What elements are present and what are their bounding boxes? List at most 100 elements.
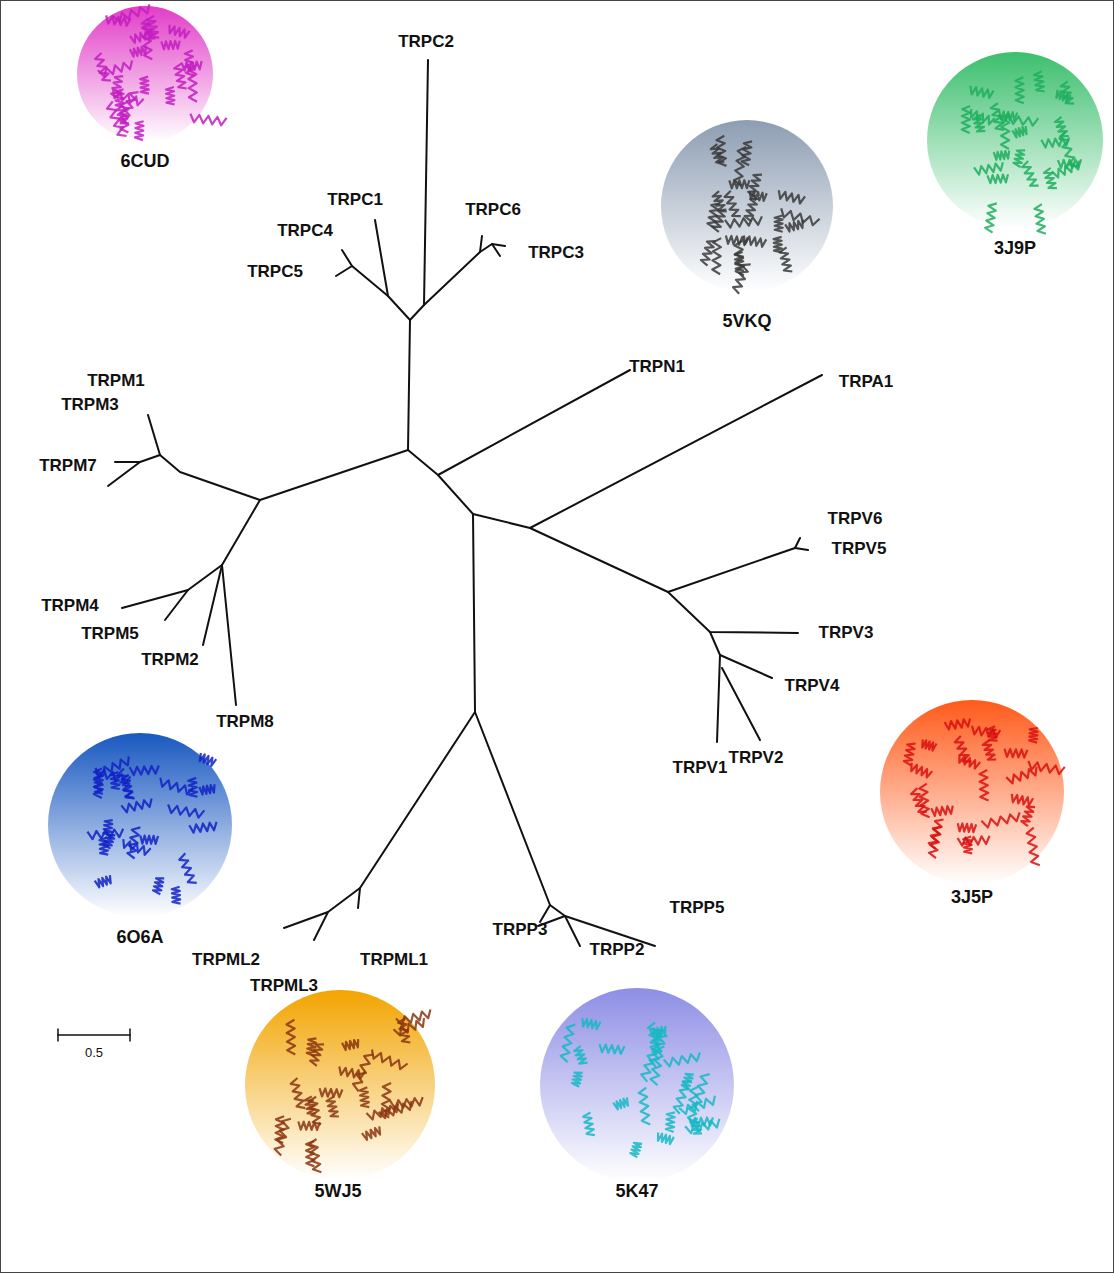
protein-ribbon	[382, 1083, 392, 1118]
protein-ribbon	[153, 878, 164, 894]
protein-ribbon	[911, 788, 927, 812]
protein-ribbon	[666, 1112, 675, 1132]
protein-ribbon	[574, 1046, 587, 1064]
gene-label: TRPP2	[590, 941, 645, 960]
protein-ribbon	[973, 115, 985, 132]
protein-ribbon	[1012, 794, 1033, 806]
gene-label: TRPP5	[670, 899, 725, 918]
pdb-code: 5WJ5	[314, 1182, 361, 1202]
protein-ribbon	[639, 1088, 651, 1125]
protein-ribbon	[170, 25, 190, 38]
protein-ribbon	[735, 252, 744, 271]
protein-ribbon	[658, 1133, 674, 1145]
protein-ribbon	[140, 836, 158, 844]
protein-ribbon	[1001, 114, 1009, 149]
gene-label: TRPC3	[528, 244, 584, 263]
protein-ribbon	[994, 151, 1010, 160]
protein-ribbon	[1029, 728, 1038, 743]
protein-ribbon	[188, 778, 197, 797]
gene-label: TRPV1	[673, 759, 728, 778]
gene-label: TRPM7	[39, 457, 97, 476]
protein-ribbon	[785, 220, 802, 232]
protein-ribbon	[275, 1116, 284, 1143]
protein-ribbon	[1044, 168, 1057, 188]
protein-ribbon	[613, 1097, 628, 1109]
protein-ribbon	[200, 753, 216, 766]
protein-ribbon	[651, 1047, 665, 1086]
gene-label: TRPM1	[87, 372, 145, 391]
gene-label: TRPV4	[785, 677, 840, 696]
protein-ribbon	[188, 65, 197, 102]
protein-ribbon	[650, 1026, 665, 1037]
protein-ribbon	[780, 247, 793, 271]
protein-ribbon	[306, 1141, 314, 1167]
protein-ribbon	[111, 772, 120, 789]
pdb-code: 6CUD	[120, 152, 169, 172]
pdb-code: 3J9P	[994, 239, 1036, 259]
gene-label: TRPP3	[493, 921, 548, 940]
protein-ribbon	[725, 191, 741, 216]
protein-ribbon	[691, 1118, 702, 1134]
protein-ribbon	[98, 60, 132, 76]
protein-ribbon	[179, 853, 196, 883]
protein-ribbon	[168, 804, 204, 817]
protein-ribbon	[987, 174, 1008, 183]
pdb-code: 5VKQ	[722, 312, 771, 332]
protein-ribbon	[307, 1038, 317, 1056]
protein-ribbon	[190, 114, 226, 126]
protein-ribbon	[353, 1055, 373, 1092]
protein-ribbon	[979, 770, 988, 800]
protein-ribbon	[583, 1112, 595, 1135]
protein-ribbon	[199, 784, 214, 794]
protein-ribbon	[116, 106, 129, 124]
protein-ribbon	[958, 823, 976, 832]
protein-ribbon	[711, 144, 725, 162]
protein-ribbon	[172, 887, 181, 904]
pdb-code: 6O6A	[116, 928, 163, 948]
gene-label: TRPV5	[832, 540, 887, 559]
scale-label: 0.5	[85, 1046, 103, 1060]
protein-ribbon	[305, 1096, 316, 1113]
protein-ribbon	[106, 15, 131, 25]
protein-ribbon	[1021, 807, 1035, 827]
protein-ribbon	[1005, 749, 1028, 758]
pdb-code: 5K47	[615, 1182, 658, 1202]
protein-ribbon	[679, 1096, 715, 1114]
protein-ribbon	[974, 162, 1003, 174]
protein-ribbon	[735, 241, 744, 275]
protein-ribbon	[1055, 117, 1069, 137]
protein-ribbon	[945, 718, 971, 729]
protein-ribbon	[1012, 126, 1026, 137]
protein-ribbon	[130, 30, 151, 43]
protein-ribbon	[922, 739, 936, 750]
protein-ribbon	[929, 820, 944, 849]
protein-ribbon	[96, 756, 129, 775]
protein-ribbon	[1027, 828, 1040, 866]
protein-ribbon	[1034, 71, 1044, 91]
protein-ribbon	[779, 190, 805, 203]
gene-label: TRPC6	[465, 201, 521, 220]
protein-ribbon	[1016, 77, 1024, 103]
protein-ribbon	[140, 77, 149, 94]
protein-ribbon	[685, 1119, 719, 1133]
protein-ribbon	[582, 1018, 600, 1029]
protein-ribbon	[362, 1126, 380, 1140]
protein-ribbon	[127, 827, 140, 858]
protein-ribbon	[339, 1067, 365, 1079]
protein-ribbon	[1061, 81, 1074, 103]
protein-ribbon	[135, 121, 144, 140]
protein-ribbon	[750, 191, 767, 201]
protein-ribbon	[372, 1050, 408, 1070]
gene-label: TRPV2	[729, 749, 784, 768]
protein-ribbon	[712, 211, 726, 232]
protein-ribbon	[985, 203, 997, 232]
protein-ribbon	[981, 812, 1019, 827]
protein-ribbon	[664, 1053, 700, 1067]
protein-ribbon	[342, 1039, 358, 1050]
gene-label: TRPML3	[250, 977, 318, 996]
protein-ribbon	[561, 1025, 576, 1063]
protein-ribbon	[1028, 761, 1064, 774]
protein-ribbon	[958, 836, 990, 846]
